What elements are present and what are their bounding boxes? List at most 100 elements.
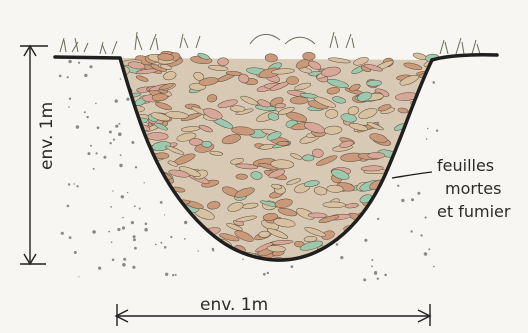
soil-speck — [135, 166, 137, 168]
soil-speck — [76, 125, 80, 129]
leaf — [427, 96, 444, 107]
soil-speck — [164, 214, 165, 215]
soil-speck — [89, 65, 92, 68]
leaf — [158, 228, 175, 240]
soil-speck — [364, 239, 367, 242]
soil-speck — [426, 138, 428, 140]
leaf — [374, 253, 387, 264]
leaf — [108, 116, 129, 126]
soil-speck — [267, 272, 269, 274]
width-dimension-arrow — [116, 304, 430, 326]
soil-speck — [417, 192, 420, 195]
soil-speck — [119, 164, 122, 167]
soil-speck — [84, 111, 86, 113]
soil-speck — [78, 276, 79, 277]
soil-speck — [198, 250, 199, 251]
leaf — [165, 248, 188, 255]
soil-speck — [291, 265, 294, 268]
soil-speck — [122, 217, 124, 219]
leaf — [142, 202, 157, 212]
leaf — [114, 236, 131, 240]
soil-speck — [97, 126, 100, 129]
soil-speck — [155, 244, 157, 246]
soil-speck — [108, 231, 110, 233]
soil-speck — [374, 272, 377, 275]
leaf — [413, 119, 430, 126]
soil-speck — [98, 267, 101, 270]
soil-speck — [103, 156, 106, 159]
soil-speck — [184, 221, 187, 224]
leaf — [110, 154, 127, 160]
soil-speck — [109, 131, 112, 134]
leaf — [387, 187, 409, 197]
soil-speck — [61, 232, 64, 235]
leaf — [144, 242, 162, 252]
ground-surface-right — [432, 55, 497, 60]
soil-speck — [68, 60, 71, 63]
leaf — [275, 103, 286, 108]
leaf — [349, 242, 366, 251]
soil-speck — [127, 192, 128, 193]
leaf — [419, 237, 433, 244]
leaf — [121, 178, 134, 185]
soil-speck — [113, 139, 115, 141]
leaf — [368, 253, 390, 265]
leaf — [146, 235, 166, 248]
soil-speck — [411, 198, 414, 201]
soil-speck — [377, 218, 379, 220]
leaf — [422, 89, 434, 96]
leaf — [403, 162, 422, 174]
soil-speck — [132, 266, 135, 269]
soil-speck — [427, 128, 429, 130]
soil-speck — [144, 182, 145, 183]
leaf — [137, 242, 151, 251]
leaf — [117, 121, 131, 132]
soil-speck — [433, 266, 435, 268]
soil-speck — [134, 247, 137, 250]
leaf — [400, 216, 412, 225]
soil-speck — [160, 201, 163, 204]
leaf — [411, 132, 426, 143]
leaf — [408, 113, 431, 124]
leaf — [422, 185, 442, 195]
leaf — [376, 225, 393, 234]
soil-speck — [425, 216, 427, 218]
leaf — [362, 235, 373, 239]
soil-speck — [68, 183, 70, 185]
leaf — [156, 228, 173, 240]
soil-speck — [165, 273, 168, 276]
leaf — [370, 210, 386, 217]
leaf — [167, 199, 180, 209]
soil-speck — [121, 195, 124, 198]
leaf — [155, 207, 170, 214]
leaf — [151, 220, 171, 229]
soil-speck — [133, 238, 136, 241]
leaf — [406, 217, 427, 229]
soil-speck — [371, 259, 373, 261]
leaf — [391, 245, 408, 257]
fill-callout-line — [392, 172, 432, 178]
leaf — [415, 221, 428, 231]
width-label: env. 1m — [200, 295, 268, 315]
soil-speck — [84, 74, 87, 77]
leaf — [133, 232, 152, 241]
leaf — [147, 132, 169, 140]
soil-speck — [74, 251, 77, 254]
soil-speck — [411, 230, 413, 232]
soil-speck — [175, 274, 177, 276]
leaf — [138, 210, 162, 222]
leaf — [413, 102, 436, 112]
leaf — [166, 234, 179, 244]
soil-speck — [69, 236, 72, 239]
leaf — [417, 158, 429, 167]
leaf — [416, 178, 431, 184]
leaf — [112, 154, 127, 165]
soil-speck — [69, 98, 71, 100]
leaf — [424, 146, 436, 157]
leaf — [236, 174, 248, 180]
leaf — [126, 235, 146, 243]
soil-speck — [90, 145, 92, 147]
leaf — [392, 201, 410, 215]
